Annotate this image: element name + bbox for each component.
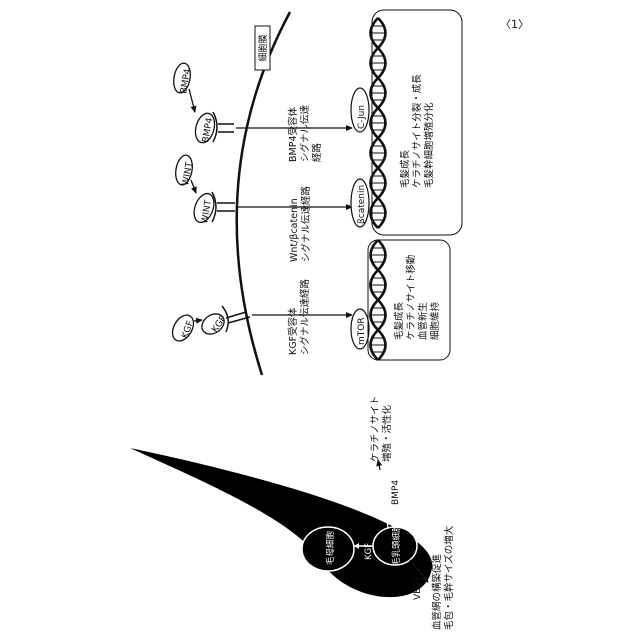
svg-text:ケラチノサイト移動: ケラチノサイト移動 (405, 255, 417, 340)
svg-text:C-Jun: C-Jun (357, 105, 367, 129)
svg-text:毛乳頭細胞: 毛乳頭細胞 (391, 523, 402, 566)
keratinocyte-label: ケラチノサイト 増殖・活性化 (370, 396, 393, 462)
svg-text:βcatenin: βcatenin (357, 185, 367, 224)
kgf-pathway-label: KGF受容体 シグナル伝達経路 (287, 278, 311, 355)
svg-text:KGF受容体: KGF受容体 (287, 307, 299, 355)
bmp4-receptor: BMP4 (192, 111, 234, 145)
svg-text:血管新生: 血管新生 (417, 301, 429, 340)
bmp4-binding-arrow (189, 89, 195, 112)
svg-text:ケラチノサイト: ケラチノサイト (370, 396, 381, 462)
kgf-follicle-label: KGF (364, 543, 374, 560)
dna-helix-lower (371, 240, 386, 360)
dna-helix-upper (371, 18, 386, 228)
svg-text:毛髪成長: 毛髪成長 (399, 149, 411, 188)
outcome-list-upper: 毛髪成長 ケラチノサイト分裂・成長 毛髪幹細胞増殖分化 (399, 74, 435, 188)
svg-text:シグナル伝達経路: シグナル伝達経路 (299, 278, 311, 355)
kgf-binding-arrow (194, 320, 202, 321)
svg-text:経路: 経路 (311, 142, 323, 162)
bmp4-follicle-arrow (380, 465, 388, 528)
svg-text:シグナル伝達経路: シグナル伝達経路 (300, 185, 312, 262)
vegf-label: VEGF (413, 576, 423, 600)
wint-receptor: WINT (190, 191, 235, 225)
svg-text:毛母細胞: 毛母細胞 (325, 530, 336, 565)
svg-text:mTOR: mTOR (357, 317, 367, 345)
wnt-pathway-label: Wnt/βcatenin シグナル伝達経路 (289, 185, 312, 262)
vegf-effect-label: 血管網の構築促進 毛包・毛幹サイズの増大 (431, 525, 455, 630)
cjun-node: C-Jun (351, 88, 369, 132)
svg-text:毛髪成長: 毛髪成長 (393, 301, 405, 340)
svg-text:血管網の構築促進: 血管網の構築促進 (431, 553, 443, 630)
bmp4-ligand: BMP4 (172, 62, 194, 95)
bmp4-follicle-label: BMP4 (391, 480, 401, 505)
bmp4-pathway-label: BMP4受容体 シグナル伝達 経路 (287, 104, 323, 162)
membrane-label: 細胞膜 (255, 26, 270, 70)
hair-matrix-cell: 毛母細胞 (302, 527, 354, 571)
svg-text:毛包・毛幹サイズの増大: 毛包・毛幹サイズの増大 (443, 525, 455, 630)
svg-text:Wnt/βcatenin: Wnt/βcatenin (289, 198, 300, 262)
mtor-node: mTOR (351, 309, 369, 349)
outcome-list-lower: 毛髪成長 ケラチノサイト移動 血管新生 細胞維持 (393, 255, 441, 340)
svg-text:細胞維持: 細胞維持 (429, 301, 441, 340)
kgf-ligand: KGF (168, 311, 198, 344)
svg-text:BMP4受容体: BMP4受容体 (287, 107, 299, 162)
svg-text:細胞膜: 細胞膜 (257, 34, 269, 61)
wint-binding-arrow (191, 180, 196, 193)
svg-text:毛髪幹細胞増殖分化: 毛髪幹細胞増殖分化 (423, 102, 435, 188)
figure-number: 〈1〉 (500, 18, 529, 31)
svg-text:シグナル伝達: シグナル伝達 (299, 104, 311, 162)
kgf-receptor: KGF (198, 306, 250, 338)
betacatenin-node: βcatenin (351, 179, 369, 227)
svg-text:増殖・活性化: 増殖・活性化 (381, 404, 393, 462)
svg-text:ケラチノサイト分裂・成長: ケラチノサイト分裂・成長 (411, 74, 423, 188)
